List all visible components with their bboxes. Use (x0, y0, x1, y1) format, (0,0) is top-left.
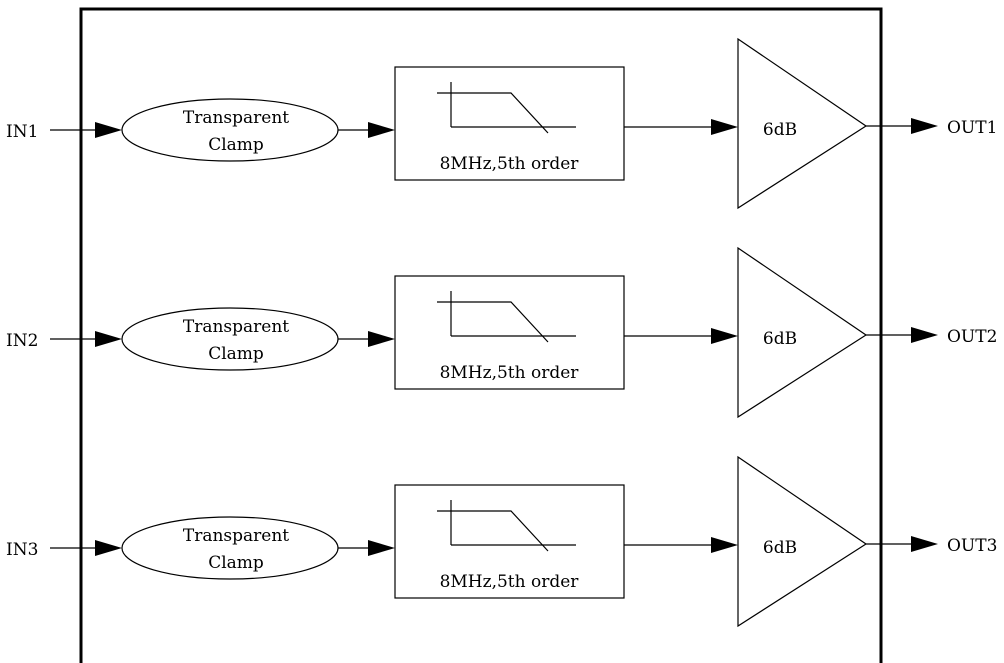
clamp-label: Transparent (183, 317, 289, 337)
gain-label: 6dB (763, 538, 797, 558)
arrow-icon (711, 537, 738, 553)
arrow-icon (368, 540, 395, 556)
filter-label: 8MHz,5th order (440, 154, 580, 174)
clamp-label: Clamp (208, 135, 264, 155)
lowpass-response-icon (437, 291, 576, 343)
arrow-icon (711, 119, 738, 135)
input-pin-label: IN3 (6, 540, 38, 560)
lowpass-response-icon (437, 82, 576, 134)
amplifier-triangle (737, 246, 868, 419)
lowpass-response-icon (437, 500, 576, 552)
clamp-label: Transparent (183, 108, 289, 128)
arrow-icon (95, 540, 122, 556)
arrow-icon (95, 122, 122, 138)
clamp-label: Clamp (208, 344, 264, 364)
lowpass-filter-block (394, 66, 625, 181)
clamp-label: Clamp (208, 553, 264, 573)
arrow-icon (368, 122, 395, 138)
lowpass-filter-block (394, 275, 625, 390)
clamp-label: Transparent (183, 526, 289, 546)
gain-label: 6dB (763, 120, 797, 140)
arrow-icon (911, 118, 938, 134)
gain-label: 6dB (763, 329, 797, 349)
filter-label: 8MHz,5th order (440, 572, 580, 592)
amplifier-triangle (737, 37, 868, 210)
amplifier-triangle (737, 455, 868, 628)
output-pin-label: OUT2 (947, 327, 997, 347)
lowpass-filter-block (394, 484, 625, 599)
arrow-icon (911, 327, 938, 343)
arrow-icon (711, 328, 738, 344)
input-pin-label: IN1 (6, 122, 38, 142)
arrow-icon (368, 331, 395, 347)
input-pin-label: IN2 (6, 331, 38, 351)
arrow-icon (911, 536, 938, 552)
output-pin-label: OUT3 (947, 536, 997, 556)
arrow-icon (95, 331, 122, 347)
output-pin-label: OUT1 (947, 118, 997, 138)
chip-border (79, 7, 883, 663)
filter-label: 8MHz,5th order (440, 363, 580, 383)
